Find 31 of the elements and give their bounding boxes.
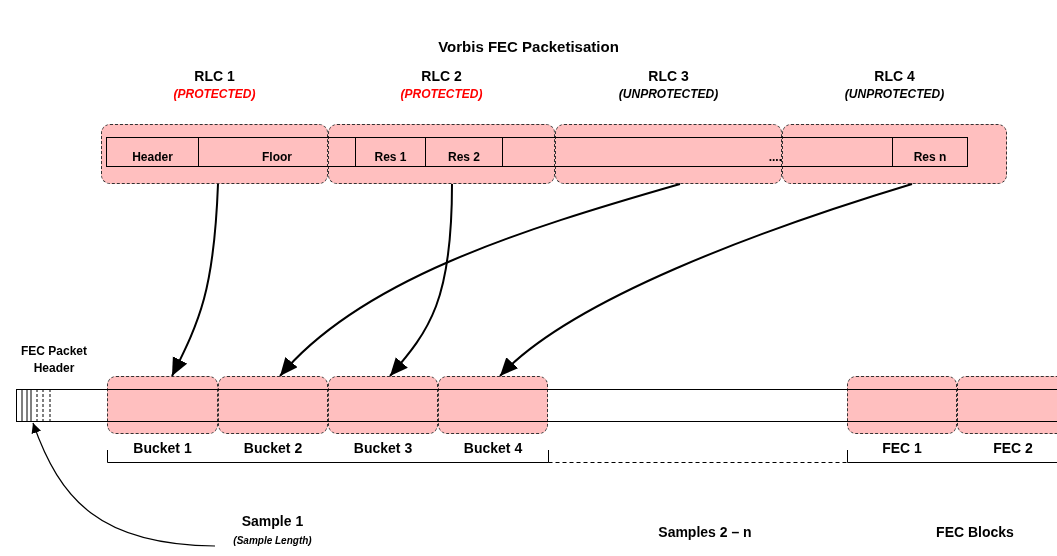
arrow xyxy=(171,183,219,377)
packet-field: Header xyxy=(106,137,199,167)
packet-field: Res n xyxy=(892,137,968,167)
block-label: Bucket 4 xyxy=(462,440,524,456)
packet-field: Floor xyxy=(198,137,356,167)
section-heading: Sample 1 xyxy=(240,513,305,529)
block-label: FEC 2 xyxy=(992,440,1034,456)
arrow xyxy=(279,183,681,377)
section-label: FEC Blocks xyxy=(935,524,1015,540)
section-note: (Sample Length) xyxy=(232,535,313,546)
protection-status: (UNPROTECTED) xyxy=(843,87,946,101)
packet-field: Res 2 xyxy=(425,137,503,167)
block-label: FEC 1 xyxy=(881,440,923,456)
arrow xyxy=(389,183,453,377)
section-label: Samples 2 – n xyxy=(657,524,753,540)
segment-heading: RLC 3 xyxy=(647,68,690,84)
arrow xyxy=(31,422,216,547)
segment-heading: RLC 1 xyxy=(193,68,236,84)
header-label: FEC Packet Header xyxy=(20,343,88,377)
packet-field: Res 1 xyxy=(355,137,426,167)
protection-status: (PROTECTED) xyxy=(172,87,257,101)
block-label: Bucket 2 xyxy=(242,440,304,456)
segment-heading: RLC 2 xyxy=(420,68,463,84)
packet-field: .... xyxy=(502,137,893,167)
protection-status: (PROTECTED) xyxy=(399,87,484,101)
block-label: Bucket 3 xyxy=(352,440,414,456)
segment-heading: RLC 4 xyxy=(873,68,916,84)
protection-status: (UNPROTECTED) xyxy=(617,87,720,101)
arrow xyxy=(499,183,913,377)
block-label: Bucket 1 xyxy=(132,440,193,456)
diagram-title: Vorbis FEC Packetisation xyxy=(437,38,620,55)
